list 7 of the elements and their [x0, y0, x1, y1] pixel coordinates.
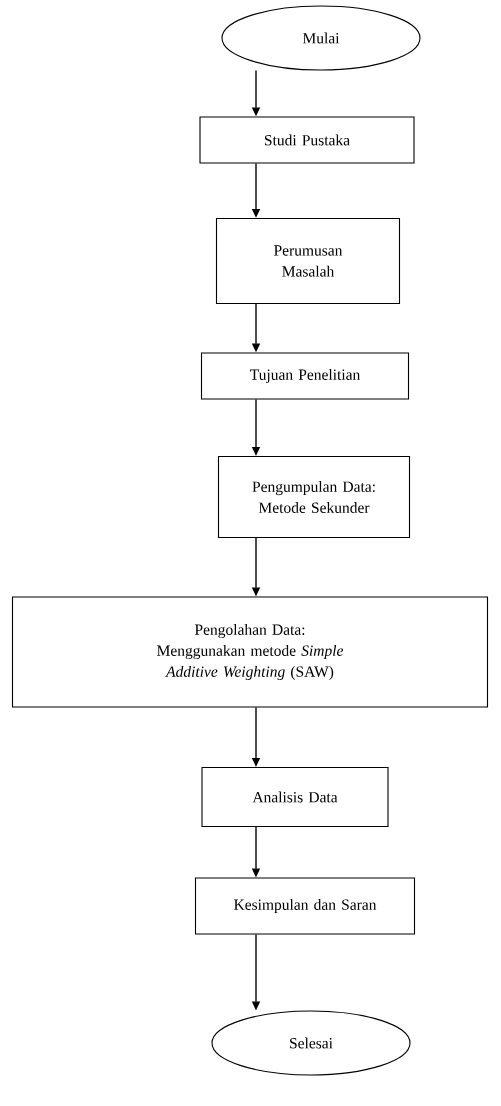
process-box: Studi Pustaka: [199, 116, 415, 164]
process-box: Perumusan Masalah: [215, 217, 401, 305]
process-box: Pengolahan Data: Menggunakan metode Simple Additive Weighting (SAW): [11, 596, 489, 708]
process-box: Kesimpulan dan Saran: [194, 877, 416, 935]
process-box: Tujuan Penelitian: [200, 352, 410, 400]
process-box: Analisis Data: [201, 766, 389, 828]
process-box: Pengumpulan Data: Metode Sekunder: [217, 455, 411, 539]
